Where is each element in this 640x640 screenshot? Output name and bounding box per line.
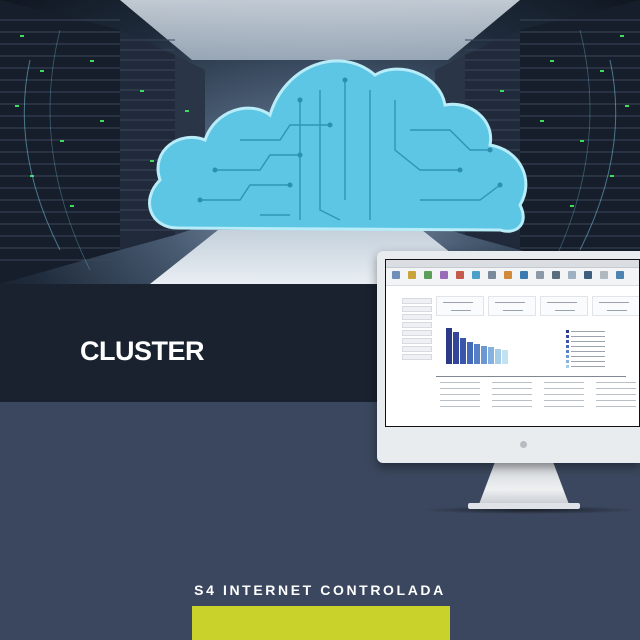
- chart-bar: [495, 349, 501, 364]
- app-titlebar: [386, 260, 639, 268]
- toolbar-icon: [536, 271, 544, 279]
- kpi-card: [436, 296, 484, 316]
- monitor-logo: [520, 441, 527, 448]
- sidebar-row: [402, 306, 432, 312]
- chart-bar: [502, 350, 508, 364]
- sidebar-row: [402, 354, 432, 360]
- mini-table: [436, 376, 639, 424]
- cloud-circuit-icon: [148, 59, 528, 233]
- chart-bar: [446, 328, 452, 364]
- sidebar-row: [402, 330, 432, 336]
- toolbar-icon: [408, 271, 416, 279]
- chart-legend: [566, 330, 636, 370]
- app-main: [436, 296, 639, 426]
- monitor-chin: [377, 429, 640, 463]
- toolbar-icon: [392, 271, 400, 279]
- hero-image: [0, 0, 640, 284]
- chart-bar: [453, 332, 459, 364]
- toolbar-icon: [520, 271, 528, 279]
- sidebar-row: [402, 322, 432, 328]
- sidebar-row: [402, 338, 432, 344]
- chart-bar: [474, 344, 480, 364]
- cta-bar[interactable]: [192, 606, 450, 640]
- monitor-screen: [385, 259, 640, 427]
- kpi-card: [540, 296, 588, 316]
- sidebar-row: [402, 346, 432, 352]
- sidebar-row: [402, 314, 432, 320]
- monitor-shadow: [420, 506, 640, 514]
- page-title: CLUSTER: [80, 336, 205, 366]
- toolbar-icon: [600, 271, 608, 279]
- toolbar-icon: [488, 271, 496, 279]
- ceiling-light: [120, 0, 520, 60]
- toolbar-icon: [616, 271, 624, 279]
- toolbar-icon: [504, 271, 512, 279]
- toolbar-icon: [440, 271, 448, 279]
- kpi-row: [436, 296, 639, 318]
- desktop-monitor: [377, 251, 640, 463]
- app-sidebar: [402, 296, 432, 426]
- tagline: S4 INTERNET CONTROLADA: [194, 582, 446, 598]
- monitor-stand-base: [468, 503, 580, 509]
- server-racks: [0, 0, 640, 284]
- sidebar-row: [402, 298, 432, 304]
- toolbar-icon: [552, 271, 560, 279]
- kpi-card: [592, 296, 639, 316]
- monitor-stand: [478, 463, 570, 507]
- app-toolbar: [386, 268, 639, 286]
- toolbar-icon: [584, 271, 592, 279]
- kpi-card: [488, 296, 536, 316]
- mini-bar-chart: [444, 326, 524, 364]
- toolbar-icon: [424, 271, 432, 279]
- chart-bar: [467, 342, 473, 364]
- chart-bar: [488, 347, 494, 364]
- toolbar-icon: [472, 271, 480, 279]
- chart-bar: [460, 338, 466, 364]
- toolbar-icon: [568, 271, 576, 279]
- chart-bar: [481, 346, 487, 364]
- toolbar-icon: [456, 271, 464, 279]
